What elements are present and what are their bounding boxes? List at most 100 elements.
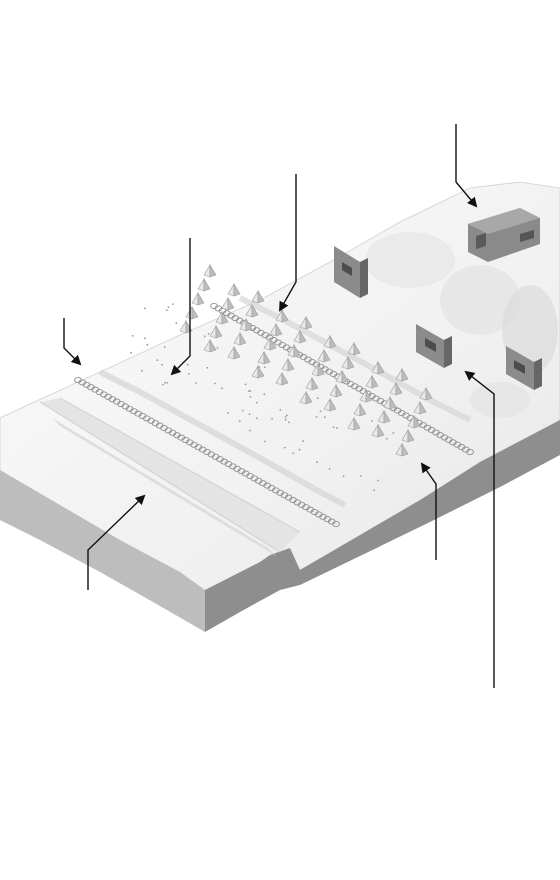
mine-dot xyxy=(175,322,178,325)
pyramid-obstacle xyxy=(227,282,241,297)
pyramid-obstacle xyxy=(257,350,271,365)
mine-dot xyxy=(328,468,331,470)
leader-arrow-pyramids xyxy=(420,462,437,560)
mine-dot xyxy=(216,347,219,349)
anti-tank-ditch xyxy=(39,397,301,556)
mine-dot xyxy=(248,413,251,415)
concrete-bunker-large xyxy=(468,208,540,262)
pyramid-obstacle xyxy=(197,277,211,292)
mine-dot xyxy=(221,387,223,390)
mine-dot xyxy=(285,414,288,417)
mine-dot xyxy=(360,475,362,477)
leader-arrow-beach-wire xyxy=(63,318,82,366)
mine-dot xyxy=(186,363,189,366)
mine-dot xyxy=(323,416,326,419)
mine-dot xyxy=(161,383,164,386)
pyramid-obstacle-field xyxy=(179,263,433,457)
pyramid-obstacle xyxy=(341,355,355,370)
leader-arrow-ditch xyxy=(87,494,146,590)
leader-lines xyxy=(63,124,495,688)
mine-dot xyxy=(302,440,304,442)
barbed-wire-coil xyxy=(332,520,340,528)
mine-dot xyxy=(130,351,132,354)
pyramid-obstacle xyxy=(311,362,325,377)
pyramid-obstacle xyxy=(347,341,361,356)
pyramid-obstacle xyxy=(335,369,349,384)
pyramid-obstacle xyxy=(239,317,253,332)
pyramid-obstacle xyxy=(233,331,247,346)
pyramid-obstacle xyxy=(251,289,265,304)
mine-dot xyxy=(255,417,258,420)
mine-dot xyxy=(249,396,252,398)
pyramid-obstacle xyxy=(377,409,391,424)
pyramid-obstacle xyxy=(347,416,361,431)
mine-dot xyxy=(392,432,395,434)
mine-dot xyxy=(165,309,168,312)
mine-dot xyxy=(283,446,286,449)
mine-dot xyxy=(144,307,146,310)
mine-dot xyxy=(156,359,159,362)
concrete-bunker-1 xyxy=(334,246,368,298)
concrete-bunker-2 xyxy=(416,324,452,368)
mine-dot xyxy=(284,416,287,418)
hill-shadow-4 xyxy=(470,382,530,418)
mine-dot xyxy=(244,383,247,386)
pyramid-obstacle xyxy=(419,386,433,401)
mine-dot xyxy=(373,489,376,491)
pyramid-obstacle xyxy=(323,334,337,349)
mine-dot xyxy=(332,426,335,429)
pyramid-obstacle xyxy=(401,428,415,443)
hill-shadow-1 xyxy=(365,232,455,288)
pyramid-obstacle xyxy=(371,423,385,438)
pyramid-obstacle xyxy=(395,367,409,382)
mine-dot xyxy=(316,461,318,464)
pyramid-obstacle xyxy=(383,395,397,410)
pyramid-obstacle xyxy=(305,376,319,391)
mine-dot xyxy=(203,335,206,338)
pyramid-obstacle xyxy=(329,383,343,398)
mine-dot xyxy=(247,390,250,392)
mine-dot xyxy=(163,346,166,348)
mine-dot xyxy=(146,343,149,346)
pyramid-obstacle xyxy=(323,397,337,412)
mine-dot xyxy=(287,421,290,424)
beach-ridge-1 xyxy=(98,369,347,508)
concrete-bunker-3 xyxy=(506,346,542,390)
pyramid-obstacle xyxy=(317,348,331,363)
pyramid-obstacle xyxy=(299,390,313,405)
pyramid-obstacle xyxy=(227,345,241,360)
pyramid-obstacle xyxy=(263,336,277,351)
pyramid-obstacle xyxy=(281,357,295,372)
mine-dot xyxy=(279,409,282,411)
mine-dot xyxy=(271,418,273,420)
mine-dot xyxy=(292,452,295,455)
mine-dot xyxy=(316,397,319,400)
pyramid-obstacle xyxy=(203,263,217,278)
mine-dot xyxy=(385,437,388,440)
mine-dot xyxy=(167,306,170,308)
mine-dot xyxy=(342,475,345,478)
mine-dot xyxy=(377,479,379,482)
mine-dot xyxy=(315,416,318,418)
terrain-right-face xyxy=(205,420,560,632)
leader-arrow-bunker-small xyxy=(464,370,495,688)
pyramid-obstacle xyxy=(413,400,427,415)
leader-arrow-bunker xyxy=(455,124,478,208)
beach-ridge-2 xyxy=(238,295,472,423)
mine-dot xyxy=(141,369,143,372)
mine-dot xyxy=(206,366,209,369)
pyramid-obstacle xyxy=(389,381,403,396)
mine-dot xyxy=(187,372,190,375)
mine-dot xyxy=(371,420,374,422)
mine-dot xyxy=(164,381,166,384)
mine-dot xyxy=(263,393,266,396)
mine-dot xyxy=(319,410,322,413)
pyramid-obstacle xyxy=(299,315,313,330)
mine-dot xyxy=(214,382,216,385)
pyramid-obstacle xyxy=(215,310,229,325)
pyramid-obstacle xyxy=(275,371,289,386)
pyramid-obstacle xyxy=(275,308,289,323)
pyramid-obstacle xyxy=(353,402,367,417)
pyramid-obstacle xyxy=(395,442,409,457)
mine-dot xyxy=(249,390,252,392)
